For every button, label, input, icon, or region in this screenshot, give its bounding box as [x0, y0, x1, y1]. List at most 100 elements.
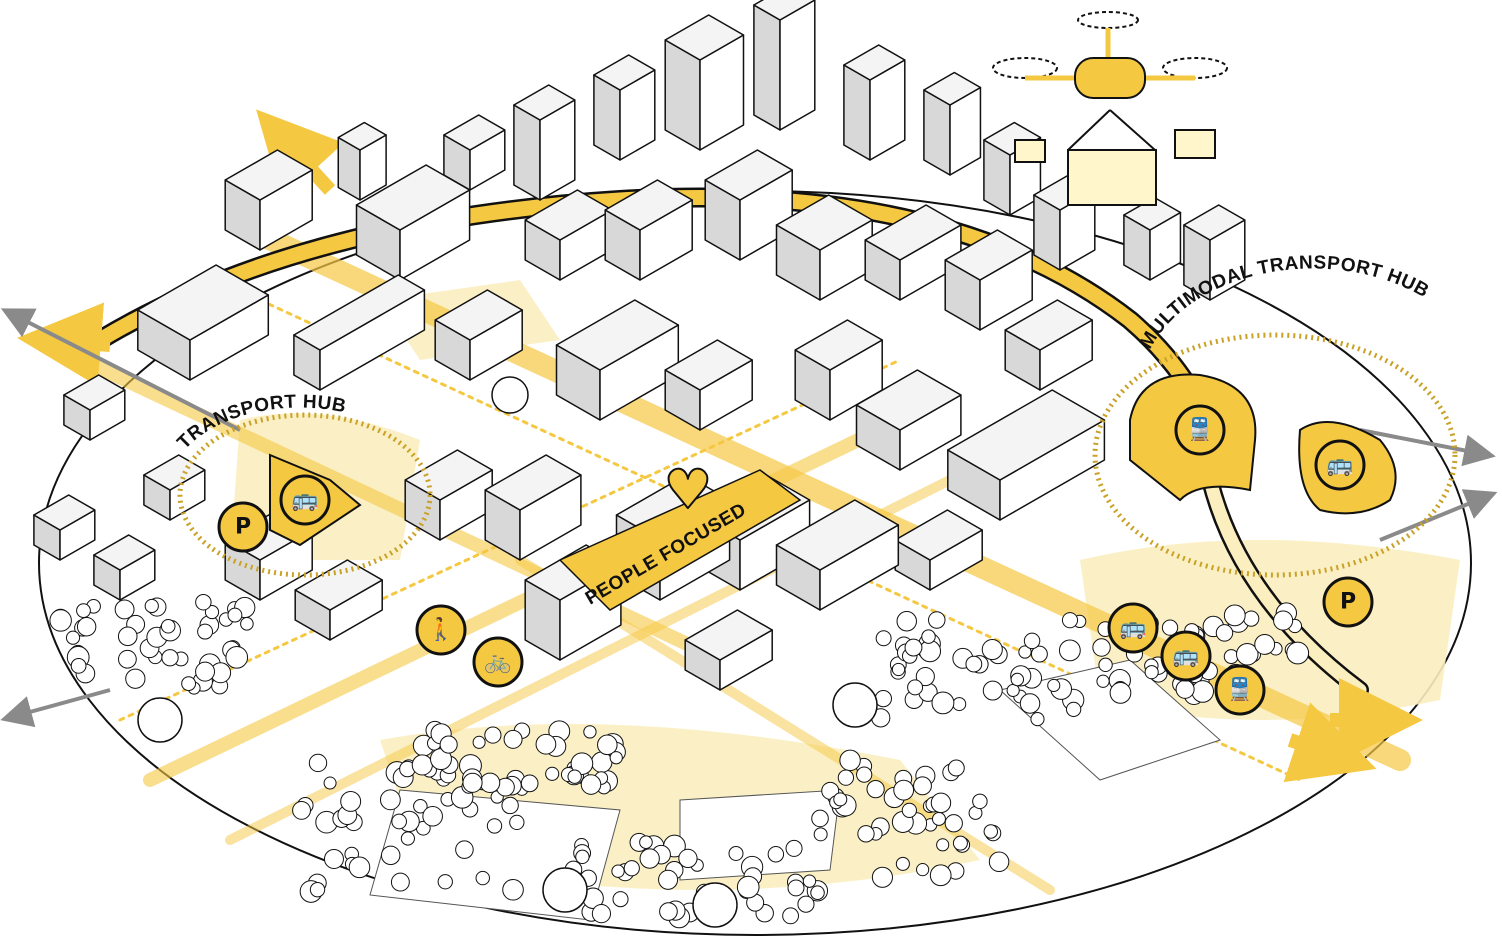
- building-block: [894, 509, 983, 591]
- tree: [833, 792, 848, 807]
- building-block: [775, 499, 900, 611]
- tree: [197, 623, 214, 640]
- tree: [462, 772, 483, 793]
- tree: [545, 766, 560, 781]
- tree: [952, 835, 968, 851]
- tree: [1191, 680, 1215, 703]
- building-block: [704, 149, 793, 261]
- tree: [323, 776, 337, 790]
- train-icon: 🚆: [1214, 664, 1266, 716]
- tree: [1061, 612, 1079, 629]
- tree: [931, 691, 955, 715]
- tree: [484, 726, 502, 744]
- bus-icon: 🚌: [279, 474, 331, 526]
- tree: [181, 676, 197, 692]
- tree: [1223, 649, 1239, 664]
- tree: [785, 839, 803, 857]
- tree: [1144, 665, 1159, 680]
- tree: [580, 774, 602, 795]
- building-block: [947, 389, 1106, 521]
- building-block: [137, 264, 270, 381]
- tree: [983, 824, 999, 839]
- building-block: [224, 149, 313, 251]
- tree: [308, 753, 328, 773]
- tree: [411, 754, 433, 776]
- tree: [1019, 693, 1041, 714]
- tree: [904, 638, 923, 657]
- tree: [929, 864, 952, 887]
- tree: [767, 846, 785, 863]
- building-block: [443, 114, 506, 191]
- svg-text:🚆: 🚆: [1226, 677, 1253, 703]
- tree: [472, 735, 486, 749]
- tree: [891, 662, 906, 677]
- tree: [118, 649, 137, 669]
- building-block: [593, 54, 656, 161]
- building-block: [1033, 174, 1096, 271]
- tree: [76, 603, 91, 618]
- tree: [502, 878, 524, 901]
- tree: [639, 848, 660, 869]
- tree: [913, 776, 932, 796]
- tree: [114, 599, 135, 620]
- tree: [916, 863, 930, 877]
- building-block: [664, 14, 745, 151]
- tree: [160, 618, 176, 634]
- tree: [1109, 682, 1132, 704]
- tree: [400, 831, 415, 846]
- parking-icon: P: [217, 501, 269, 553]
- tree: [1254, 633, 1276, 655]
- tree: [583, 725, 597, 739]
- svg-text:🚲: 🚲: [484, 650, 511, 675]
- tree: [1273, 610, 1294, 631]
- tree: [49, 609, 72, 632]
- tree: [479, 772, 501, 794]
- tree: [893, 779, 915, 801]
- tree: [117, 626, 138, 647]
- tree: [590, 751, 613, 773]
- tree: [501, 796, 519, 815]
- tree: [972, 793, 988, 810]
- tree: [1030, 712, 1045, 727]
- building-block: [794, 319, 883, 421]
- tree: [227, 607, 243, 623]
- tree: [379, 789, 401, 811]
- tree: [782, 907, 799, 925]
- tree: [810, 885, 825, 900]
- building-block: [1183, 204, 1246, 301]
- tree: [575, 849, 590, 865]
- tree: [982, 680, 1003, 701]
- svg-text:P: P: [1340, 590, 1356, 615]
- tree: [1092, 638, 1111, 657]
- tree: [591, 904, 612, 924]
- tree: [787, 879, 805, 897]
- building-block: [753, 0, 816, 131]
- tree: [437, 874, 453, 890]
- tree: [1098, 657, 1113, 673]
- building-block: [1004, 299, 1093, 391]
- tree: [692, 882, 738, 928]
- tree: [1030, 645, 1048, 663]
- tree: [901, 802, 917, 818]
- building-block: [843, 44, 906, 161]
- tree: [832, 682, 878, 728]
- tree: [422, 805, 443, 827]
- tree: [952, 697, 967, 712]
- tree: [137, 697, 183, 743]
- tree: [1065, 701, 1082, 717]
- tree: [965, 655, 983, 673]
- tree: [475, 870, 490, 886]
- tree: [612, 891, 629, 908]
- building-block: [855, 369, 962, 471]
- tree: [728, 845, 744, 861]
- tree: [895, 856, 910, 871]
- tree: [380, 845, 401, 866]
- tree: [839, 749, 861, 772]
- building-block: [434, 289, 523, 381]
- svg-text:P: P: [235, 515, 251, 540]
- tree: [611, 864, 625, 878]
- tree: [907, 679, 924, 696]
- tree: [390, 872, 410, 892]
- cycling-icon: 🚲: [472, 636, 524, 688]
- walking-icon: 🚶: [415, 604, 467, 656]
